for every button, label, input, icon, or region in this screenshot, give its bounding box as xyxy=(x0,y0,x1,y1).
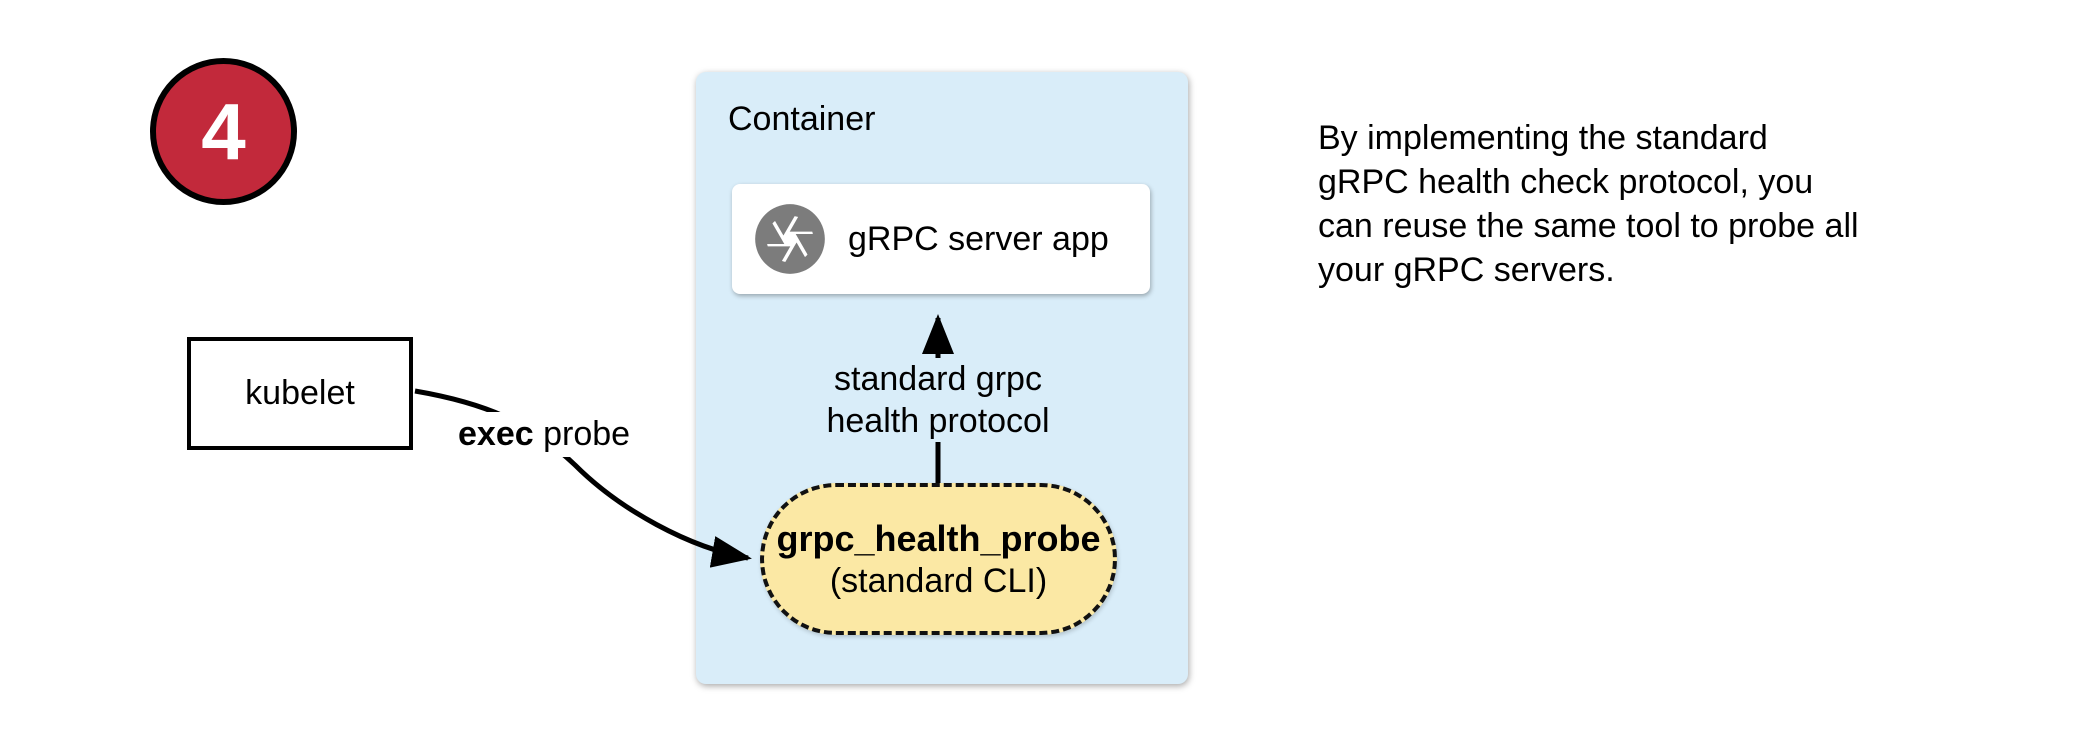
protocol-arrow-label: standard grpc health protocol xyxy=(778,358,1098,442)
annotation-line2: gRPC health check protocol, you xyxy=(1318,163,1814,201)
annotation-text: By implementing the standard gRPC health… xyxy=(1318,116,1859,292)
container-title: Container xyxy=(728,100,876,138)
annotation-line3: can reuse the same tool to probe all xyxy=(1318,207,1859,245)
grpc-health-probe-subtitle: (standard CLI) xyxy=(829,562,1048,600)
camera-shutter-icon xyxy=(755,204,825,274)
annotation-line4: your gRPC servers. xyxy=(1318,251,1615,289)
protocol-label-line2: health protocol xyxy=(826,402,1050,440)
protocol-label-line1: standard grpc xyxy=(834,360,1042,398)
kubelet-node: kubelet xyxy=(187,337,413,450)
step-number-badge: 4 xyxy=(150,58,297,205)
probe-word: probe xyxy=(543,415,631,453)
exec-probe-label: exec probe xyxy=(452,412,637,457)
grpc-server-app-label: gRPC server app xyxy=(848,219,1109,258)
step-number: 4 xyxy=(201,86,246,176)
grpc-server-app-node: gRPC server app xyxy=(732,184,1150,294)
annotation-line1: By implementing the standard xyxy=(1318,119,1768,157)
kubelet-label: kubelet xyxy=(245,374,355,412)
grpc-health-probe-node: grpc_health_probe (standard CLI) xyxy=(760,483,1117,635)
grpc-health-probe-title: grpc_health_probe xyxy=(776,518,1101,559)
exec-keyword: exec xyxy=(458,415,534,453)
